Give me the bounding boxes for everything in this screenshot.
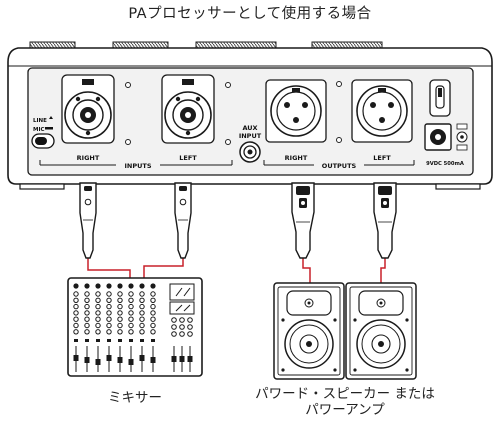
input-jack-left[interactable] [161, 74, 215, 144]
switch-knob [35, 137, 47, 145]
screw-icon [336, 81, 342, 87]
mixer-knob-icon [179, 317, 185, 323]
aux-label-line2: INPUT [239, 132, 262, 140]
mixer-body [67, 277, 203, 377]
mic-indicator-icon [45, 127, 53, 130]
screw-icon [225, 139, 231, 145]
mic-label: MIC [33, 127, 45, 133]
screw-icon [225, 82, 231, 88]
input-plug-right [79, 182, 97, 259]
mixer-meter [169, 283, 195, 301]
mixer-channel-strip [73, 283, 79, 372]
power-switch[interactable] [429, 79, 451, 117]
foot-right [435, 183, 481, 190]
inputs-label: INPUTS [124, 162, 151, 170]
input-plug-left [174, 182, 192, 259]
input-left-label: LEFT [179, 154, 197, 162]
input-jack-right[interactable] [61, 74, 115, 144]
mixer-fader-cap [171, 356, 177, 362]
output-plug-right [291, 182, 315, 259]
speaker-caption: パワード・スピーカー または パワーアンプ [252, 386, 438, 418]
input-right-label: RIGHT [77, 154, 100, 162]
mixer-channel-strip [117, 283, 123, 372]
line-indicator-icon [49, 116, 53, 119]
processor-unit: LINE MIC [7, 41, 493, 190]
screw-icon [125, 139, 131, 145]
polarity-icon [456, 123, 468, 151]
mixer-knob-icon [187, 324, 193, 330]
speaker-left [345, 282, 417, 380]
mixer-channel-strip [95, 283, 101, 372]
mixer-channel-strip [106, 283, 112, 372]
cables [87, 258, 386, 283]
power-rating-label: 9VDC 500mA [426, 161, 464, 167]
mixer-channel-strips [73, 283, 156, 372]
cable-output-left [380, 258, 386, 283]
mixer-channel-strip [150, 283, 156, 372]
mixer-meter [169, 301, 195, 315]
mixer-channel-strip [84, 283, 90, 372]
output-plug-left [373, 182, 397, 259]
mixer-fader-cap [179, 356, 185, 362]
line-label: LINE [33, 118, 47, 124]
mixer-fader-cap [187, 356, 193, 362]
mixer-knob-icon [171, 324, 177, 330]
output-jack-left[interactable] [351, 79, 413, 143]
mixer-caption: ミキサー [108, 390, 162, 406]
cable-input-left [143, 258, 184, 278]
speaker-right [273, 282, 345, 380]
mixer-knob-icon [187, 331, 193, 337]
foot-left [19, 183, 65, 190]
cable-output-right [302, 258, 311, 283]
line-mic-switch[interactable]: LINE MIC [31, 116, 55, 149]
mixer-channel-strip [139, 283, 145, 372]
mixer-knob-icon [179, 324, 185, 330]
output-left-label: LEFT [373, 154, 391, 162]
mixer-knob-icon [187, 317, 193, 323]
dc-power-jack[interactable] [424, 123, 452, 151]
output-jack-right[interactable] [265, 79, 327, 143]
speaker-caption-line2: パワーアンプ [305, 402, 385, 418]
powered-speakers [273, 282, 417, 380]
mixer [67, 277, 203, 377]
mixer-knob-icon [171, 331, 177, 337]
mixer-knob-icon [179, 331, 185, 337]
speaker-caption-line1: パワード・スピーカー または [255, 386, 435, 402]
aux-label-line1: AUX [242, 124, 257, 132]
diagram-title: PAプロセッサーとして使用する場合 [128, 6, 372, 22]
aux-input-jack[interactable]: AUX INPUT [239, 124, 262, 163]
screw-icon [125, 82, 131, 88]
cable-input-right [87, 258, 131, 278]
outputs-label: OUTPUTS [322, 162, 357, 170]
output-right-label: RIGHT [285, 154, 308, 162]
mixer-knob-icon [171, 317, 177, 323]
mixer-channel-strip [128, 283, 134, 372]
mixer-master-section [171, 317, 193, 372]
screw-icon [336, 137, 342, 143]
